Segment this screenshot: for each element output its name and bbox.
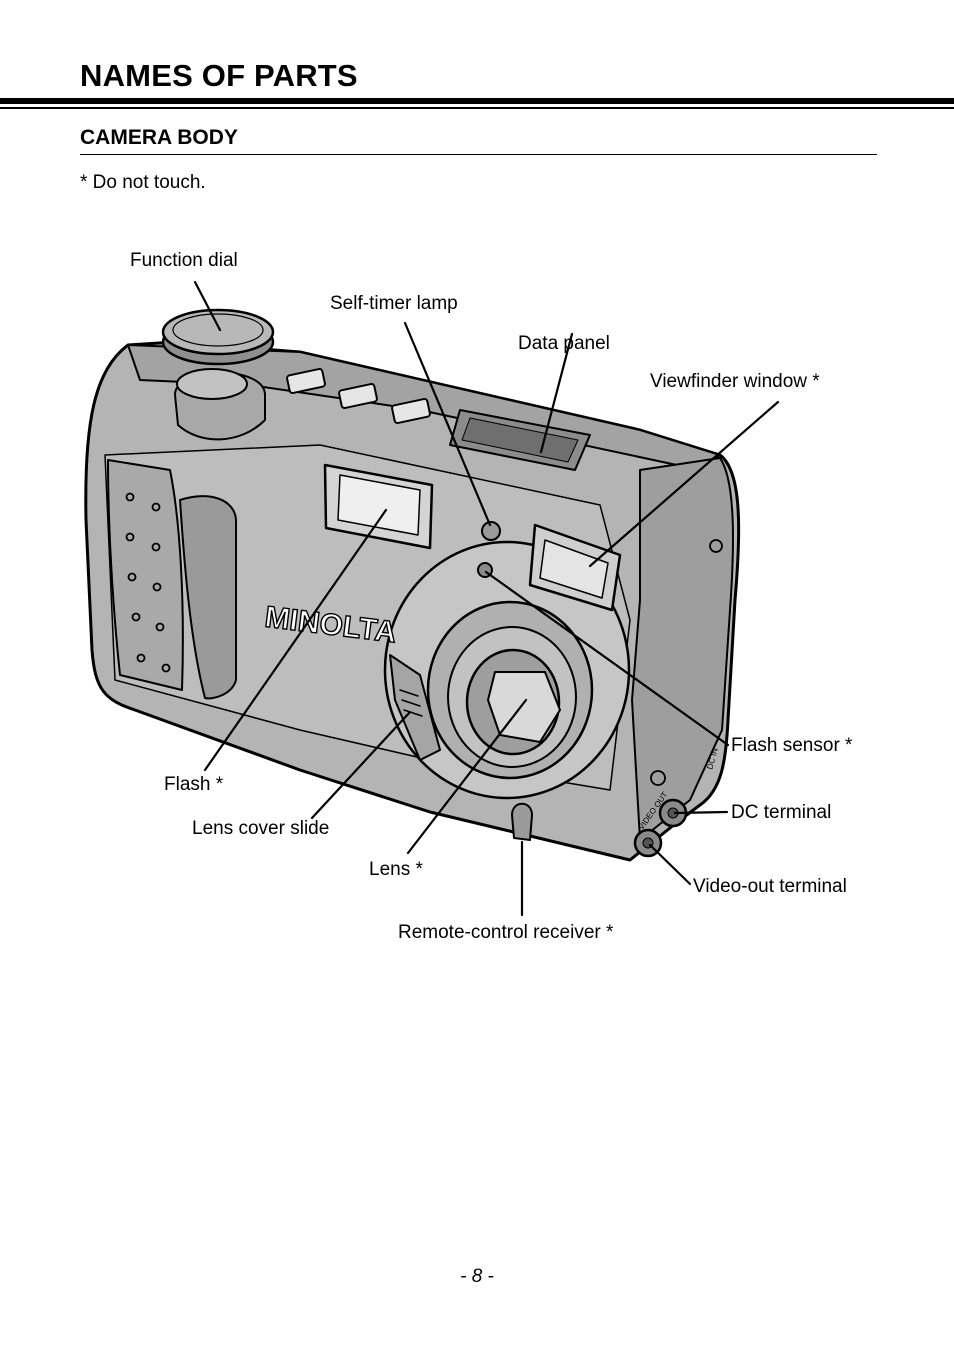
top-button-2 <box>338 383 378 409</box>
label-function-dial: Function dial <box>130 250 238 271</box>
top-button-3 <box>391 398 431 424</box>
leader-flash-sensor <box>484 570 730 747</box>
label-data-panel: Data panel <box>518 333 610 354</box>
leader-video-out-terminal <box>648 843 692 886</box>
leader-data-panel <box>539 332 574 454</box>
leader-lens <box>406 698 528 855</box>
label-flash-sensor: Flash sensor * <box>731 735 853 756</box>
label-video-out-terminal: Video-out terminal <box>693 876 847 897</box>
page-title: NAMES OF PARTS <box>80 58 358 93</box>
label-remote-control-receiver: Remote-control receiver * <box>398 922 614 943</box>
label-viewfinder-window: Viewfinder window * <box>650 371 820 392</box>
leader-function-dial <box>193 280 222 332</box>
grip-pad <box>179 495 237 700</box>
leader-viewfinder-window <box>588 400 780 568</box>
label-dc-terminal: DC terminal <box>731 802 832 823</box>
leader-self-timer-lamp <box>403 321 492 527</box>
label-self-timer-lamp: Self-timer lamp <box>330 293 458 314</box>
top-button-1 <box>286 368 326 394</box>
section-rule <box>80 154 877 155</box>
hand-grip <box>107 459 184 691</box>
self-timer-lamp <box>481 521 501 541</box>
label-lens: Lens * <box>369 859 423 880</box>
lens-cover-slide <box>389 654 441 761</box>
do-not-touch-note: * Do not touch. <box>80 172 206 193</box>
label-lens-cover-slide: Lens cover slide <box>192 818 330 839</box>
title-rule-thick <box>0 98 954 104</box>
page-number: - 8 - <box>460 1266 494 1287</box>
shutter-button <box>176 368 248 400</box>
remote-control-receiver <box>511 802 533 841</box>
leader-dc-terminal <box>673 810 729 815</box>
title-rule-thin <box>0 107 954 109</box>
label-flash: Flash * <box>164 774 224 795</box>
section-title: CAMERA BODY <box>80 126 238 149</box>
function-dial <box>161 308 275 356</box>
leader-flash <box>203 508 388 772</box>
leader-lens-cover-slide <box>310 710 412 820</box>
